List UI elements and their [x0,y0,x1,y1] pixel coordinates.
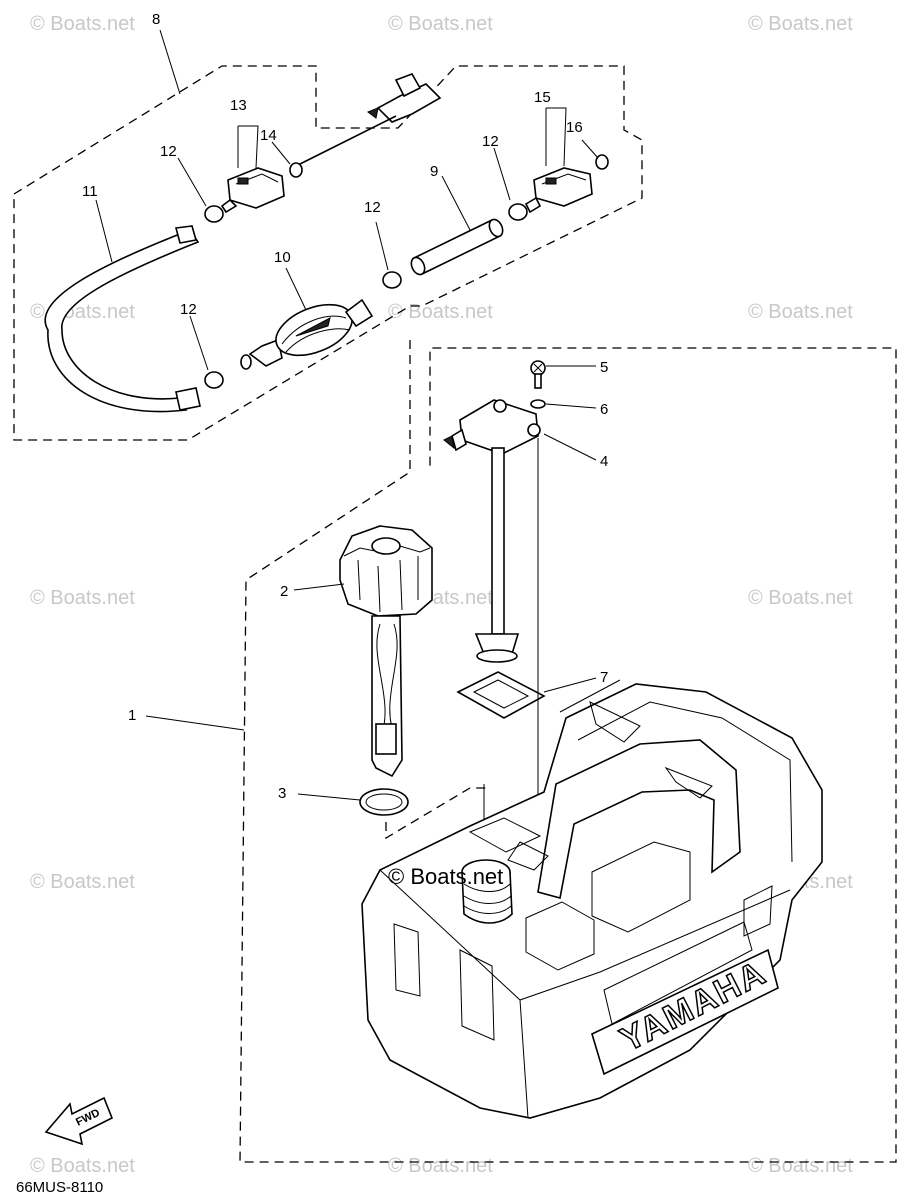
hose-clamps [204,203,528,389]
tank-group [239,340,897,1163]
fuel-connector-tank [524,154,609,214]
leader-lines [95,29,599,801]
fuel-hose [44,225,201,413]
callout-10: 10 [274,249,291,266]
screw [530,360,546,389]
center-watermark: © Boats.net [388,864,503,889]
callout-9: 9 [430,163,438,180]
washer [530,399,546,409]
gasket [456,671,546,719]
watermark: © Boats.net [748,1155,853,1177]
callout-12: 12 [180,301,197,318]
callout-3: 3 [278,785,286,802]
watermark: © Boats.net [388,13,493,35]
clamp [382,271,402,289]
watermark: © Boats.net [30,587,135,609]
watermark: © Boats.net [30,1155,135,1177]
fuel-hose-short [410,218,504,276]
primer-bulb [240,298,374,370]
watermark: © Boats.net [388,301,493,323]
callout-11: 11 [82,183,98,200]
callout-16: 16 [566,119,583,136]
callout-2: 2 [280,583,288,600]
fuel-gauge-cap [339,525,433,778]
callout-8: 8 [152,11,160,28]
watermark: © Boats.net [748,13,853,35]
clamp [204,371,224,389]
callout-12: 12 [482,133,499,150]
callout-7: 7 [600,669,608,686]
clamp [508,203,528,221]
fuel-pickup [443,399,541,663]
callout-12: 12 [364,199,381,216]
watermark-layer: © Boats.net © Boats.net © Boats.net © Bo… [30,13,853,1177]
fwd-arrow-icon: FWD [44,1096,114,1146]
callout-numbers: 8 11 12 13 14 12 9 12 15 16 10 12 5 6 4 … [82,11,608,802]
callout-4: 4 [600,453,608,470]
fuel-tank [361,679,823,1119]
callout-15: 15 [534,89,551,106]
fuel-line-boundary [13,65,643,441]
watermark: © Boats.net [388,1155,493,1177]
fuel-connector-engine [220,162,303,214]
diagram-code: 66MUS-8110 [16,1179,103,1196]
engine-fitting [299,73,442,165]
callout-14: 14 [260,127,277,144]
callout-13: 13 [230,97,247,114]
callout-5: 5 [600,359,608,376]
o-ring [359,788,409,816]
callout-12: 12 [160,143,177,160]
callout-1: 1 [128,707,136,724]
watermark: © Boats.net [30,13,135,35]
fuel-line-group [13,65,643,441]
clamp [204,205,224,223]
watermark: © Boats.net [748,587,853,609]
watermark: © Boats.net [748,301,853,323]
tank-boundary [239,340,897,1163]
callout-6: 6 [600,401,608,418]
watermark: © Boats.net [30,871,135,893]
